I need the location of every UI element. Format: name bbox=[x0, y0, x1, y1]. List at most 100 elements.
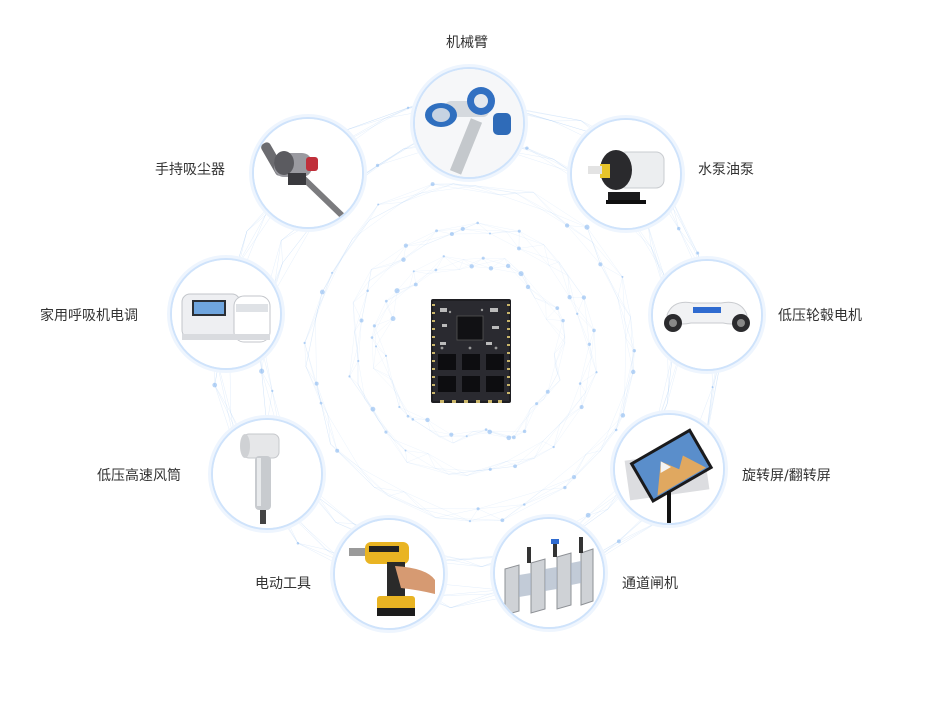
network-line bbox=[589, 344, 592, 358]
network-line bbox=[359, 467, 389, 497]
network-line bbox=[647, 225, 652, 248]
network-line bbox=[399, 406, 413, 420]
network-dot bbox=[488, 232, 492, 235]
network-line bbox=[352, 269, 372, 303]
network-line bbox=[409, 273, 428, 288]
network-line bbox=[372, 409, 387, 433]
network-line bbox=[369, 204, 379, 221]
network-line bbox=[432, 183, 500, 196]
network-dot bbox=[598, 262, 603, 267]
network-line bbox=[369, 202, 403, 221]
network-line bbox=[557, 308, 564, 321]
app-node-ventilator[interactable] bbox=[170, 258, 282, 370]
network-line bbox=[475, 461, 507, 472]
network-line bbox=[471, 257, 484, 267]
network-line bbox=[352, 220, 370, 240]
network-line bbox=[261, 371, 273, 392]
network-line bbox=[377, 139, 421, 166]
network-line bbox=[394, 390, 400, 408]
network-line bbox=[407, 416, 431, 431]
network-line bbox=[386, 301, 394, 319]
network-line bbox=[448, 470, 476, 475]
network-line bbox=[624, 371, 634, 393]
network-line bbox=[435, 256, 444, 271]
network-line bbox=[466, 431, 474, 437]
network-dot bbox=[575, 312, 579, 315]
network-line bbox=[357, 384, 366, 400]
network-line bbox=[545, 301, 558, 309]
network-line bbox=[405, 450, 436, 469]
app-node-hoverboard[interactable] bbox=[651, 259, 763, 371]
network-line bbox=[377, 148, 404, 166]
network-line bbox=[514, 458, 535, 467]
network-line bbox=[386, 286, 410, 302]
network-line bbox=[420, 183, 454, 194]
network-line bbox=[388, 495, 421, 509]
network-dot bbox=[584, 224, 590, 230]
network-line bbox=[524, 403, 537, 432]
network-line bbox=[367, 280, 370, 291]
app-node-power-tool[interactable] bbox=[333, 518, 445, 630]
app-node-rotating-screen[interactable] bbox=[613, 413, 725, 525]
network-line bbox=[514, 446, 554, 467]
network-line bbox=[413, 256, 444, 272]
network-line bbox=[624, 337, 627, 393]
network-line bbox=[463, 257, 484, 260]
network-line bbox=[317, 272, 333, 309]
app-node-robot-arm[interactable] bbox=[413, 67, 525, 179]
network-line bbox=[378, 183, 433, 205]
network-line bbox=[490, 265, 509, 269]
network-line bbox=[558, 261, 569, 276]
network-line bbox=[554, 364, 561, 381]
network-line bbox=[318, 256, 343, 309]
app-node-vacuum[interactable] bbox=[252, 117, 364, 229]
network-line bbox=[615, 392, 625, 430]
network-dot bbox=[484, 428, 488, 432]
app-node-turnstile[interactable] bbox=[493, 517, 605, 629]
network-line bbox=[435, 517, 470, 522]
network-line bbox=[534, 297, 546, 302]
network-line bbox=[567, 392, 586, 416]
network-line bbox=[589, 330, 595, 345]
network-line bbox=[573, 454, 587, 478]
ventilator-icon bbox=[172, 260, 280, 368]
network-line bbox=[304, 342, 317, 384]
network-line bbox=[600, 264, 631, 318]
network-dot bbox=[518, 271, 524, 277]
network-line bbox=[393, 439, 406, 451]
network-line bbox=[567, 275, 585, 298]
network-dot bbox=[579, 404, 584, 410]
app-node-hair-dryer[interactable] bbox=[211, 418, 323, 530]
network-line bbox=[420, 508, 437, 519]
network-line bbox=[374, 325, 387, 356]
network-dot bbox=[384, 299, 388, 303]
network-line bbox=[385, 431, 394, 440]
network-line bbox=[389, 375, 393, 381]
network-dot bbox=[366, 289, 369, 292]
network-line bbox=[567, 383, 581, 416]
network-line bbox=[352, 280, 370, 303]
network-line bbox=[668, 355, 673, 391]
network-dot bbox=[359, 318, 364, 323]
network-line bbox=[490, 258, 506, 269]
network-line bbox=[331, 220, 370, 274]
network-line bbox=[678, 228, 698, 254]
network-line bbox=[371, 259, 404, 270]
network-line bbox=[420, 185, 476, 194]
network-line bbox=[432, 589, 502, 597]
app-node-water-pump[interactable] bbox=[570, 118, 682, 230]
network-line bbox=[543, 373, 558, 400]
network-line bbox=[475, 465, 516, 472]
network-line bbox=[466, 461, 507, 476]
network-line bbox=[436, 228, 463, 232]
network-dot bbox=[571, 474, 577, 480]
network-line bbox=[530, 391, 548, 409]
network-line bbox=[592, 242, 623, 278]
network-line bbox=[427, 256, 444, 274]
network-dot bbox=[370, 336, 374, 339]
network-line bbox=[618, 521, 660, 542]
network-dot bbox=[430, 182, 435, 187]
network-dot bbox=[525, 146, 529, 150]
network-line bbox=[436, 230, 452, 235]
network-dot bbox=[517, 229, 521, 233]
